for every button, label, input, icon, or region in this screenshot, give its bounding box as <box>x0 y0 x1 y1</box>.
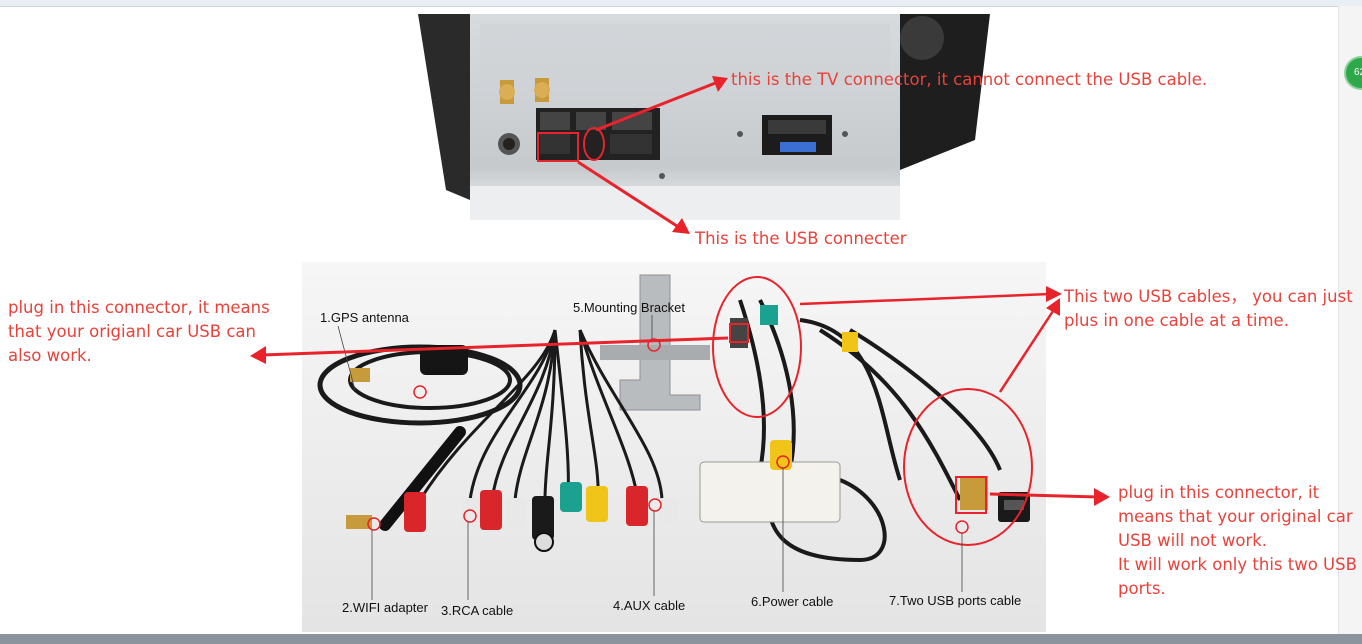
tv-connector-note: this is the TV connector, it cannot conn… <box>731 70 1208 89</box>
usb-ports-cable-label: 7.Two USB ports cable <box>889 593 1022 608</box>
usb-connecter-note: This is the USB connecter <box>695 229 907 248</box>
rca-cable-label: 3.RCA cable <box>441 603 514 618</box>
mounting-bracket-label: 5.Mounting Bracket <box>573 300 686 315</box>
aux-cable-label: 4.AUX cable <box>613 598 686 613</box>
plug-left-note: plug in this connector, it means that yo… <box>8 298 270 365</box>
two-usb-cables-note: This two USB cables， you can just plus i… <box>1064 287 1353 330</box>
head-unit-rear-photo <box>418 14 990 220</box>
accessories-photo <box>302 262 1046 632</box>
scrollbar[interactable] <box>1338 6 1362 634</box>
wifi-adapter-label: 2.WIFI adapter <box>342 600 428 615</box>
gps-antenna-label: 1.GPS antenna <box>320 310 409 325</box>
annotation-arrows <box>250 76 1110 506</box>
taskbar <box>0 634 1362 644</box>
power-cable-label: 6.Power cable <box>751 594 834 609</box>
plug-right-note: plug in this connector, it means that yo… <box>1118 483 1357 598</box>
browser-top-bar <box>0 0 1362 7</box>
